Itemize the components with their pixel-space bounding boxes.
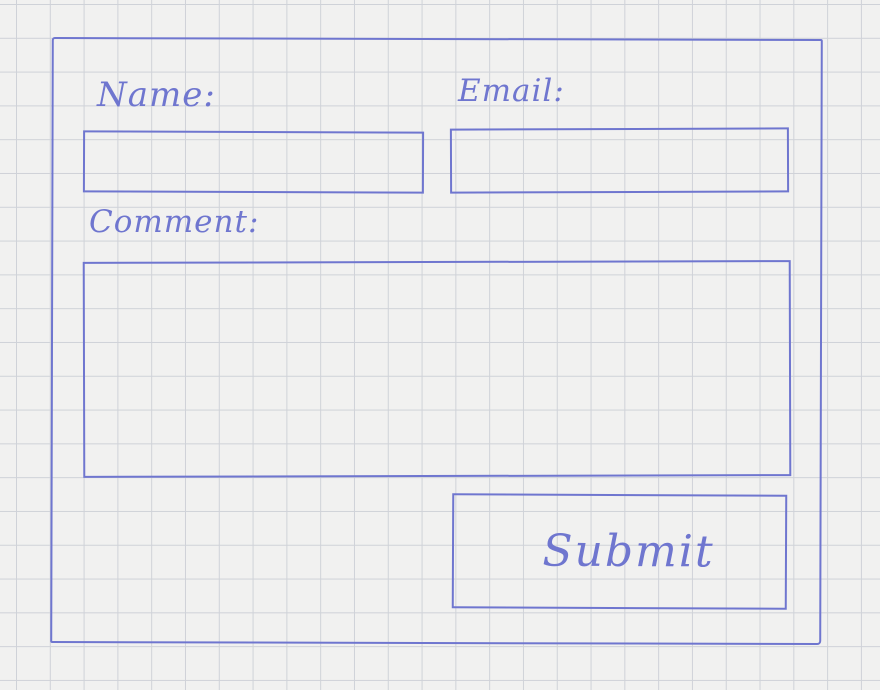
comment-textarea[interactable] xyxy=(82,260,792,478)
name-input[interactable] xyxy=(82,130,425,194)
email-input[interactable] xyxy=(449,127,790,194)
submit-button-label: Submit xyxy=(542,525,715,578)
submit-button[interactable]: Submit xyxy=(451,493,788,610)
name-label: Name: xyxy=(97,75,216,115)
email-label: Email: xyxy=(458,73,565,109)
comment-label: Comment: xyxy=(89,204,260,240)
